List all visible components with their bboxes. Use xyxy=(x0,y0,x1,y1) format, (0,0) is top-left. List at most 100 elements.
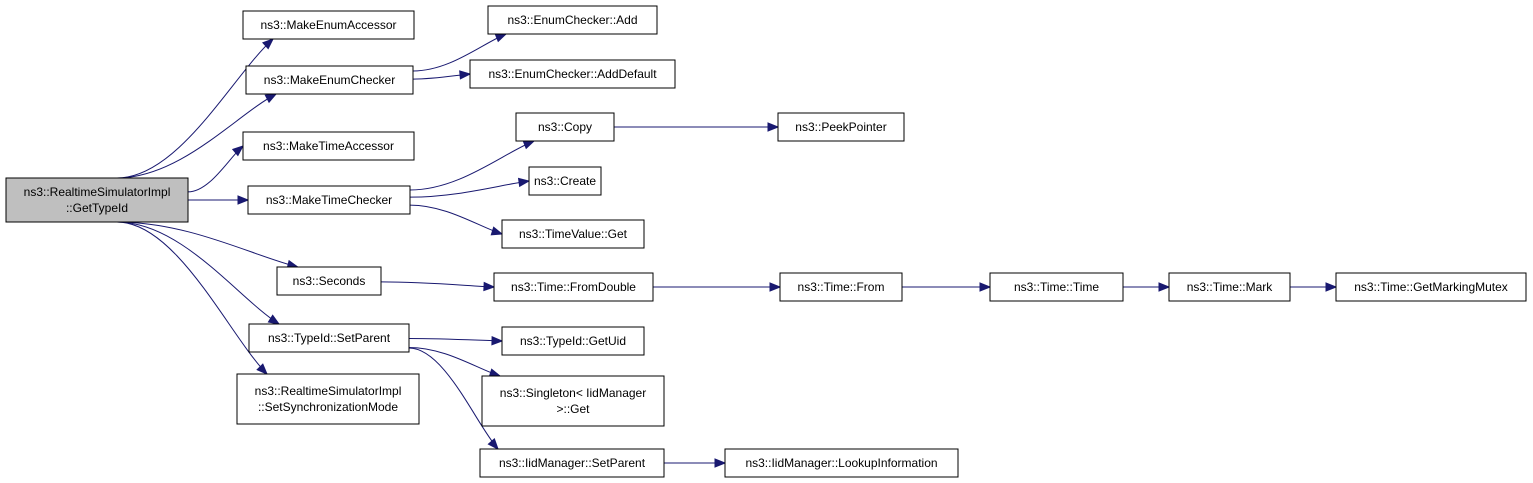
nodes-layer: ns3::RealtimeSimulatorImpl::GetTypeIdns3… xyxy=(5,5,1527,478)
edge-line xyxy=(116,221,268,375)
node-label: ns3::Seconds xyxy=(293,274,366,288)
node-label: ::SetSynchronizationMode xyxy=(258,400,398,414)
node-label: ns3::RealtimeSimulatorImpl xyxy=(24,185,171,199)
node-time-time[interactable]: ns3::Time::Time xyxy=(989,272,1124,302)
node-create[interactable]: ns3::Create xyxy=(528,166,602,196)
edge-copy-to-peek-pointer xyxy=(614,122,780,132)
node-peek-pointer[interactable]: ns3::PeekPointer xyxy=(777,112,905,142)
arrowhead-icon xyxy=(264,93,278,104)
node-iid-set-parent[interactable]: ns3::IidManager::SetParent xyxy=(479,448,665,478)
node-box xyxy=(479,448,665,478)
node-label: ns3::TimeValue::Get xyxy=(519,227,628,241)
node-label: ns3::Time::GetMarkingMutex xyxy=(1354,280,1508,294)
node-label: ns3::EnumChecker::Add xyxy=(507,13,637,27)
node-label: ns3::RealtimeSimulatorImpl xyxy=(255,384,402,398)
arrowhead-icon xyxy=(256,363,268,375)
edge-line xyxy=(409,140,535,191)
node-label: ns3::IidManager::LookupInformation xyxy=(745,456,937,470)
arrowhead-icon xyxy=(483,281,496,292)
node-make-time-accessor[interactable]: ns3::MakeTimeAccessor xyxy=(242,131,415,161)
node-box xyxy=(1168,272,1291,302)
node-label: ns3::MakeEnumChecker xyxy=(264,73,395,87)
edge-line xyxy=(116,38,274,179)
node-time-mark[interactable]: ns3::Time::Mark xyxy=(1168,272,1291,302)
node-label: ::GetTypeId xyxy=(66,201,128,215)
node-box xyxy=(779,272,903,302)
node-from-double[interactable]: ns3::Time::FromDouble xyxy=(493,272,654,302)
arrowhead-icon xyxy=(767,122,780,132)
node-label: ns3::EnumChecker::AddDefault xyxy=(488,67,657,81)
node-make-enum-checker[interactable]: ns3::MakeEnumChecker xyxy=(245,65,414,95)
edge-root-to-make-time-checker xyxy=(188,195,250,205)
node-box xyxy=(276,266,382,296)
edge-root-to-make-enum-checker xyxy=(116,93,278,179)
edge-make-time-checker-to-create xyxy=(409,177,531,198)
arrowhead-icon xyxy=(267,314,281,325)
node-label: ns3::PeekPointer xyxy=(795,120,886,134)
node-make-time-checker[interactable]: ns3::MakeTimeChecker xyxy=(247,185,411,215)
node-box xyxy=(242,131,415,161)
arrowhead-icon xyxy=(979,282,992,292)
node-time-from[interactable]: ns3::Time::From xyxy=(779,272,903,302)
node-box xyxy=(724,448,959,478)
edge-line xyxy=(116,93,277,179)
arrowhead-icon xyxy=(769,282,782,292)
node-label: ns3::Time::FromDouble xyxy=(511,280,636,294)
node-label: >::Get xyxy=(556,402,590,416)
edge-root-to-make-enum-accessor xyxy=(116,38,275,179)
node-box xyxy=(481,375,665,427)
node-box xyxy=(501,326,645,356)
node-label: ns3::Time::From xyxy=(798,280,885,294)
arrowhead-icon xyxy=(487,437,499,451)
node-marking-mutex[interactable]: ns3::Time::GetMarkingMutex xyxy=(1335,272,1527,302)
root-node-root[interactable]: ns3::RealtimeSimulatorImpl::GetTypeId xyxy=(5,177,189,223)
arrowhead-icon xyxy=(231,145,245,157)
node-copy[interactable]: ns3::Copy xyxy=(515,112,615,142)
edge-line xyxy=(116,221,280,325)
node-set-parent[interactable]: ns3::TypeId::SetParent xyxy=(248,323,410,353)
arrowhead-icon xyxy=(459,70,472,80)
edge-root-to-make-time-accessor xyxy=(187,145,245,193)
node-label: ns3::Singleton< IidManager xyxy=(500,386,646,400)
edge-line xyxy=(187,145,244,193)
node-make-enum-accessor[interactable]: ns3::MakeEnumAccessor xyxy=(242,10,415,40)
edge-make-enum-checker-to-enum-add-default xyxy=(412,70,472,80)
node-box xyxy=(247,185,411,215)
node-get-uid[interactable]: ns3::TypeId::GetUid xyxy=(501,326,645,356)
node-box xyxy=(236,373,420,425)
edge-iid-set-parent-to-lookup-info xyxy=(664,458,727,468)
node-time-value-get[interactable]: ns3::TimeValue::Get xyxy=(501,219,645,249)
arrowhead-icon xyxy=(1158,282,1171,292)
node-lookup-info[interactable]: ns3::IidManager::LookupInformation xyxy=(724,448,959,478)
node-label: ns3::MakeTimeAccessor xyxy=(263,139,394,153)
node-box xyxy=(248,323,410,353)
node-seconds[interactable]: ns3::Seconds xyxy=(276,266,382,296)
arrowhead-icon xyxy=(1325,282,1338,292)
node-box xyxy=(528,166,602,196)
node-label: ns3::TypeId::GetUid xyxy=(520,334,626,348)
node-label: ns3::MakeTimeChecker xyxy=(266,193,392,207)
node-set-sync-mode[interactable]: ns3::RealtimeSimulatorImpl::SetSynchroni… xyxy=(236,373,420,425)
edge-line xyxy=(408,347,499,450)
arrowhead-icon xyxy=(714,458,727,468)
node-label: ns3::Copy xyxy=(538,120,592,134)
arrowhead-icon xyxy=(522,140,536,150)
node-box xyxy=(515,112,615,142)
edge-set-parent-to-get-uid xyxy=(408,335,504,346)
node-box xyxy=(487,5,658,35)
edge-time-from-to-time-time xyxy=(902,282,992,292)
node-box xyxy=(245,65,414,95)
arrowhead-icon xyxy=(494,33,508,43)
node-box xyxy=(777,112,905,142)
node-box xyxy=(493,272,654,302)
node-enum-add[interactable]: ns3::EnumChecker::Add xyxy=(487,5,658,35)
arrowhead-icon xyxy=(262,38,275,50)
node-enum-add-default[interactable]: ns3::EnumChecker::AddDefault xyxy=(469,59,676,89)
node-label: ns3::IidManager::SetParent xyxy=(499,456,646,470)
node-label: ns3::TypeId::SetParent xyxy=(268,331,391,345)
node-singleton-get[interactable]: ns3::Singleton< IidManager >::Get xyxy=(481,375,665,427)
edge-time-mark-to-marking-mutex xyxy=(1290,282,1338,292)
edge-time-time-to-time-mark xyxy=(1123,282,1171,292)
node-box xyxy=(989,272,1124,302)
